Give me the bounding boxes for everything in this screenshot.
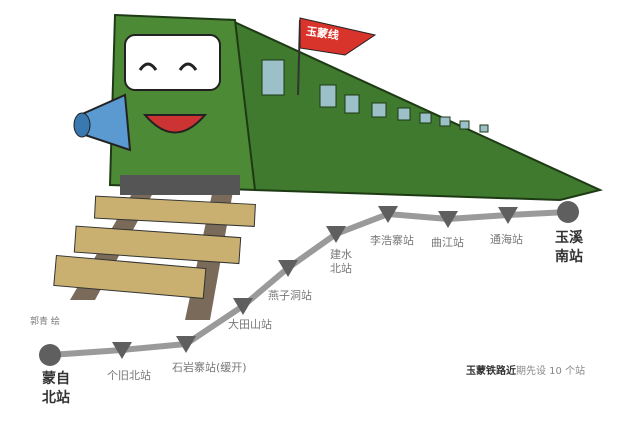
station-marker	[326, 226, 346, 243]
route-segment	[184, 303, 245, 347]
station-label-jianshui-north: 建水北站	[330, 248, 352, 275]
route-segment	[447, 212, 509, 222]
route-segment	[387, 211, 449, 222]
route-segment	[49, 347, 123, 358]
station-marker	[112, 342, 132, 359]
station-label-lihaozhai: 李浩寨站	[370, 234, 414, 247]
station-marker	[278, 260, 298, 277]
station-marker	[176, 336, 196, 353]
route-caption: 玉蒙铁路近期先设 10 个站	[466, 362, 585, 377]
station-marker	[233, 298, 253, 315]
station-label-shiyanzhai: 石岩寨站(缓开)	[172, 361, 247, 374]
route-segment	[121, 341, 187, 353]
caption-rest: 期先设 10 个站	[516, 366, 586, 377]
station-marker	[378, 206, 398, 223]
station-marker	[557, 201, 579, 223]
route-map	[39, 201, 579, 366]
caption-bold: 玉蒙铁路近	[466, 366, 516, 377]
station-label-mengzi-north: 蒙自北站	[42, 371, 70, 406]
flag-icon	[297, 17, 377, 96]
railway-tracks	[53, 180, 256, 320]
station-label-gejiu-north: 个旧北站	[107, 369, 151, 382]
megaphone-icon	[73, 93, 132, 152]
station-label-datianshan: 大田山站	[228, 318, 272, 331]
train	[108, 13, 604, 202]
station-marker	[498, 207, 518, 224]
station-marker	[39, 344, 61, 366]
station-label-yuxi-south: 玉溪南站	[555, 230, 583, 265]
route-segment	[334, 211, 390, 237]
station-label-yanzidong: 燕子洞站	[268, 289, 312, 302]
station-marker	[438, 211, 458, 228]
station-label-tonghai: 通海站	[490, 233, 523, 246]
illustrator-credit: 郭青 绘	[30, 317, 60, 327]
station-label-qujiang: 曲江站	[431, 236, 464, 249]
